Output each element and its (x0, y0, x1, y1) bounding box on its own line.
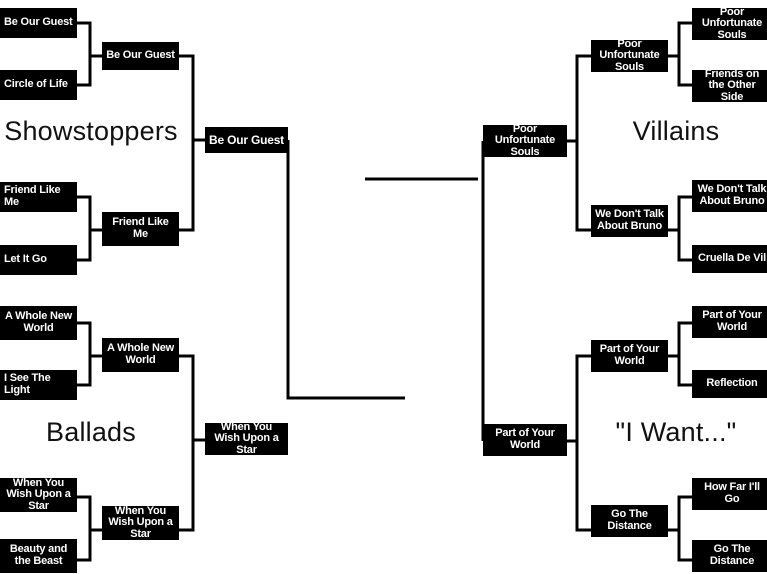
match-slot-i-want-r1-4[interactable]: Go The Distance (692, 540, 767, 572)
match-slot-villains-r2-1[interactable]: Poor Unfortunate Souls (591, 38, 668, 73)
match-slot-left-semifinal-2[interactable]: When You Wish Upon a Star (205, 421, 288, 456)
match-slot-villains-r1-2[interactable]: Friends on the Other Side (692, 68, 767, 103)
match-slot-ballads-r1-2[interactable]: I See The Light (0, 370, 77, 400)
region-title-ballads: Ballads (46, 417, 136, 447)
region-title-villains: Villains (632, 116, 720, 146)
match-slot-villains-r2-2[interactable]: We Don't Talk About Bruno (591, 205, 668, 237)
match-slot-villains-r1-1[interactable]: Poor Unfortunate Souls (692, 6, 767, 41)
match-slot-i-want-r1-3[interactable]: How Far I'll Go (692, 478, 767, 510)
match-slot-showstoppers-r2-2[interactable]: Friend Like Me (102, 212, 179, 246)
match-slot-villains-r1-4[interactable]: Cruella De Vil (692, 245, 767, 273)
match-slot-right-semifinal-1[interactable]: Poor Unfortunate Souls (483, 123, 567, 158)
match-slot-showstoppers-r1-2[interactable]: Circle of Life (0, 70, 77, 100)
match-slot-showstoppers-r1-1[interactable]: Be Our Guest (0, 8, 77, 38)
match-slot-ballads-r2-2[interactable]: When You Wish Upon a Star (102, 505, 179, 540)
match-slot-ballads-r1-3[interactable]: When You Wish Upon a Star (0, 477, 77, 512)
match-slot-ballads-r1-4[interactable]: Beauty and the Beast (0, 539, 77, 573)
match-slot-showstoppers-r1-4[interactable]: Let It Go (0, 245, 77, 275)
region-title-showstoppers: Showstoppers (4, 116, 178, 146)
match-slot-i-want-r1-2[interactable]: Reflection (692, 370, 767, 398)
match-slot-showstoppers-r2-1[interactable]: Be Our Guest (102, 42, 179, 70)
match-slot-i-want-r1-1[interactable]: Part of Your World (692, 306, 767, 338)
match-slot-ballads-r2-1[interactable]: A Whole New World (102, 338, 179, 372)
match-slot-i-want-r2-1[interactable]: Part of Your World (591, 340, 668, 372)
match-slot-left-semifinal-1[interactable]: Be Our Guest (205, 127, 288, 153)
match-slot-showstoppers-r1-3[interactable]: Friend Like Me (0, 182, 77, 212)
match-slot-ballads-r1-1[interactable]: A Whole New World (0, 306, 77, 340)
match-slot-right-semifinal-2[interactable]: Part of Your World (483, 424, 567, 456)
match-slot-i-want-r2-2[interactable]: Go The Distance (591, 505, 668, 537)
region-title-i-want: "I Want..." (615, 417, 737, 447)
match-slot-villains-r1-3[interactable]: We Don't Talk About Bruno (692, 180, 767, 212)
